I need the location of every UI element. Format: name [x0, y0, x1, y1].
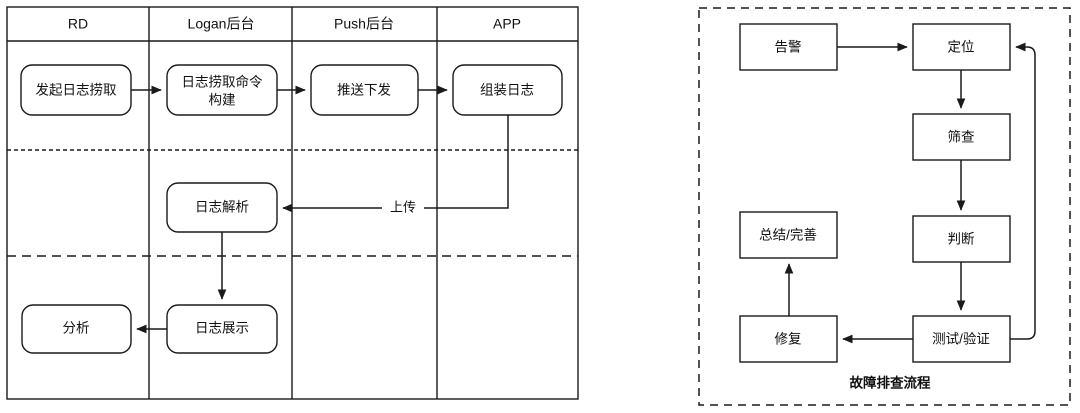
node-alert[interactable]: 告警	[739, 23, 838, 71]
node-build-cmd-label-line1: 日志捞取命令	[182, 74, 263, 90]
node-repair-label: 修复	[775, 331, 802, 347]
fault-flow-nodes: 告警 定位 筛查 判断 测试/验证	[739, 23, 1011, 363]
node-summarize-box[interactable]	[739, 211, 838, 259]
swimlane-nodes: 发起日志捞取 日志捞取命令 构建 推送下发 组装日志 日志解析	[20, 64, 563, 354]
node-alert-box[interactable]	[739, 23, 838, 71]
node-judge-box[interactable]	[912, 215, 1011, 263]
node-screen-box[interactable]	[912, 113, 1011, 161]
node-parse-log-label: 日志解析	[195, 200, 249, 215]
connector-assemble-to-parse-upload	[282, 115, 509, 213]
node-parse-log[interactable]: 日志解析	[166, 182, 278, 233]
node-locate-box[interactable]	[912, 23, 1011, 71]
fault-flow-caption: 故障排查流程	[850, 375, 931, 391]
swimlane-header-app: APP	[493, 16, 521, 32]
node-locate[interactable]: 定位	[912, 23, 1011, 71]
node-repair-box[interactable]	[739, 315, 838, 363]
node-assemble-log-box[interactable]	[452, 64, 563, 116]
node-screen[interactable]: 筛查	[912, 113, 1011, 161]
edge-label-upload: 上传	[390, 199, 416, 214]
node-alert-label: 告警	[775, 40, 802, 55]
node-repair[interactable]: 修复	[739, 315, 838, 363]
node-display-log-label: 日志展示	[195, 321, 249, 336]
node-analyze[interactable]: 分析	[21, 304, 132, 354]
swimlane-table: RD Logan后台 Push后台 APP	[6, 6, 579, 400]
node-display-log[interactable]: 日志展示	[166, 304, 278, 354]
node-build-cmd[interactable]: 日志捞取命令 构建	[166, 64, 278, 116]
node-build-cmd-label-line2: 构建	[209, 93, 236, 108]
node-test-verify[interactable]: 测试/验证	[912, 315, 1011, 363]
fault-flow-panel-border	[698, 7, 1071, 406]
connector-test-feedback-to-locate	[1010, 42, 1036, 340]
node-judge-label: 判断	[948, 232, 975, 247]
swimlane-header-push: Push后台	[334, 16, 394, 32]
node-parse-log-box[interactable]	[166, 182, 278, 233]
node-initiate-box[interactable]	[20, 64, 132, 116]
node-initiate[interactable]: 发起日志捞取	[20, 64, 132, 116]
node-analyze-box[interactable]	[21, 304, 132, 354]
fault-flow-connectors	[784, 42, 1036, 344]
node-assemble-log-label: 组装日志	[480, 83, 534, 98]
node-push-deliver-label: 推送下发	[337, 83, 391, 98]
node-judge[interactable]: 判断	[912, 215, 1011, 263]
fault-flow-panel: 告警 定位 筛查 判断 测试/验证	[698, 7, 1071, 406]
node-analyze-label: 分析	[63, 321, 90, 336]
node-summarize-label: 总结/完善	[759, 228, 817, 243]
node-test-verify-box[interactable]	[912, 315, 1011, 363]
node-locate-label: 定位	[948, 40, 975, 55]
node-assemble-log[interactable]: 组装日志	[452, 64, 563, 116]
edge-label-upload-mask	[382, 198, 424, 218]
node-display-log-box[interactable]	[166, 304, 278, 354]
node-build-cmd-box[interactable]	[166, 64, 278, 116]
swimlane-header-logan: Logan后台	[188, 16, 255, 32]
node-summarize[interactable]: 总结/完善	[739, 211, 838, 259]
swimlane-header-rd: RD	[68, 16, 88, 32]
swimlane-connectors	[131, 85, 509, 334]
edge-label-upload-group: 上传	[382, 198, 424, 218]
node-push-deliver-box[interactable]	[310, 64, 419, 116]
node-push-deliver[interactable]: 推送下发	[310, 64, 419, 116]
node-screen-label: 筛查	[948, 130, 976, 145]
node-initiate-label: 发起日志捞取	[36, 83, 117, 98]
node-test-verify-label: 测试/验证	[932, 332, 990, 347]
